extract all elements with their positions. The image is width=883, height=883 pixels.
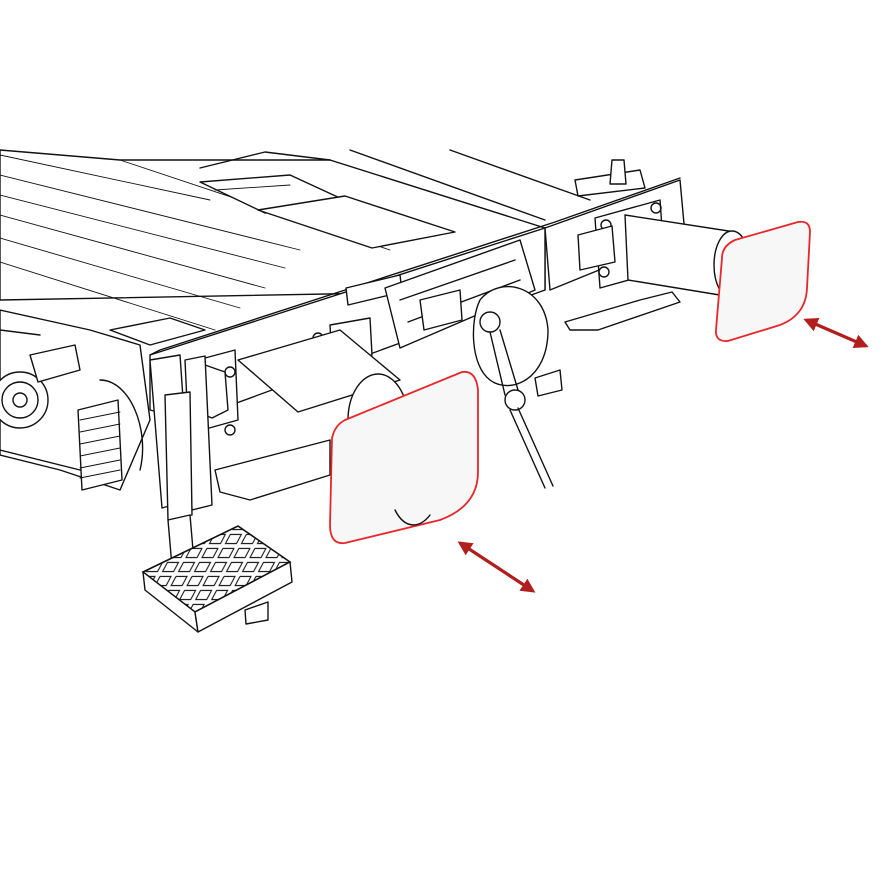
right-buffer-pad: [715, 220, 811, 342]
left-buffer-pad: [329, 370, 479, 545]
motion-arrows: [457, 317, 869, 593]
step-grille: [141, 525, 293, 633]
coupling-gear: [329, 239, 563, 489]
buffer-pads: [329, 220, 811, 545]
bogie-left: [0, 309, 206, 491]
wagon-body: [0, 149, 591, 331]
right-buffer-motion-arrow: [803, 317, 869, 349]
left-buffer-motion-arrow: [457, 541, 536, 593]
left-buffer-pad-underside: [394, 509, 431, 526]
